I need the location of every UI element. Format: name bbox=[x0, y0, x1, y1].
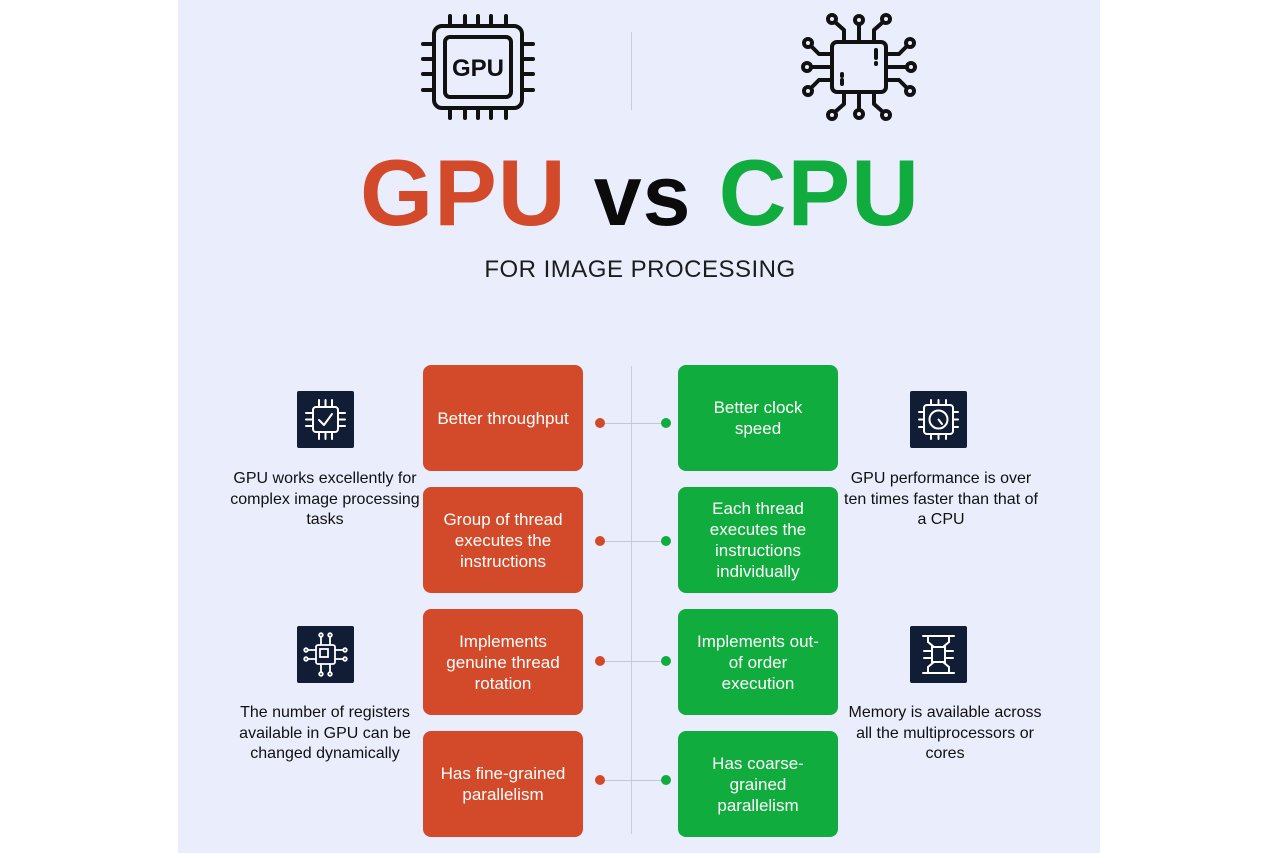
cpu-feature-box: Better clock speed bbox=[678, 365, 838, 471]
gpu-feature-box: Group of thread executes the instruction… bbox=[423, 487, 583, 593]
cpu-feature-box: Has coarse-grained parallelism bbox=[678, 731, 838, 837]
gpu-connector-dot bbox=[595, 418, 605, 428]
cpu-connector-dot bbox=[661, 536, 671, 546]
cpu-connector-dot bbox=[661, 775, 671, 785]
gpu-connector-dot bbox=[595, 656, 605, 666]
gpu-feature-box: Better throughput bbox=[423, 365, 583, 471]
memory-chip-icon bbox=[910, 626, 967, 683]
note-left-bottom: The number of registers available in GPU… bbox=[239, 704, 411, 762]
chip-circuit-icon bbox=[297, 626, 354, 683]
title-vs: vs bbox=[593, 148, 692, 244]
row-connector bbox=[600, 423, 666, 424]
cpu-feature-box: Implements out-of order execution bbox=[678, 609, 838, 715]
gpu-feature-box: Implements genuine thread rotation bbox=[423, 609, 583, 715]
note-right-bottom: Memory is available across all the multi… bbox=[848, 704, 1042, 762]
center-divider bbox=[631, 366, 632, 834]
gpu-connector-dot bbox=[595, 536, 605, 546]
row-connector bbox=[600, 541, 666, 542]
note-left-top: GPU works excellently for complex image … bbox=[230, 470, 420, 528]
cpu-circuit-icon bbox=[801, 13, 917, 121]
gpu-connector-dot bbox=[595, 775, 605, 785]
cpu-feature-box: Each thread executes the instructions in… bbox=[678, 487, 838, 593]
gpu-feature-box: Has fine-grained parallelism bbox=[423, 731, 583, 837]
chip-speedometer-icon bbox=[910, 391, 967, 448]
subtitle: FOR IMAGE PROCESSING bbox=[484, 256, 796, 283]
gpu-chip-icon: GPU bbox=[421, 14, 535, 120]
note-right-top: GPU performance is over ten times faster… bbox=[844, 470, 1038, 528]
page-title: GPU vs CPU bbox=[0, 138, 1280, 251]
gpu-chip-label: GPU bbox=[452, 55, 504, 82]
row-connector bbox=[600, 780, 666, 781]
row-connector bbox=[600, 661, 666, 662]
title-cpu: CPU bbox=[718, 140, 921, 245]
header-divider bbox=[631, 32, 632, 110]
title-gpu: GPU bbox=[359, 140, 567, 245]
cpu-connector-dot bbox=[661, 418, 671, 428]
chip-check-icon bbox=[297, 391, 354, 448]
cpu-connector-dot bbox=[661, 656, 671, 666]
